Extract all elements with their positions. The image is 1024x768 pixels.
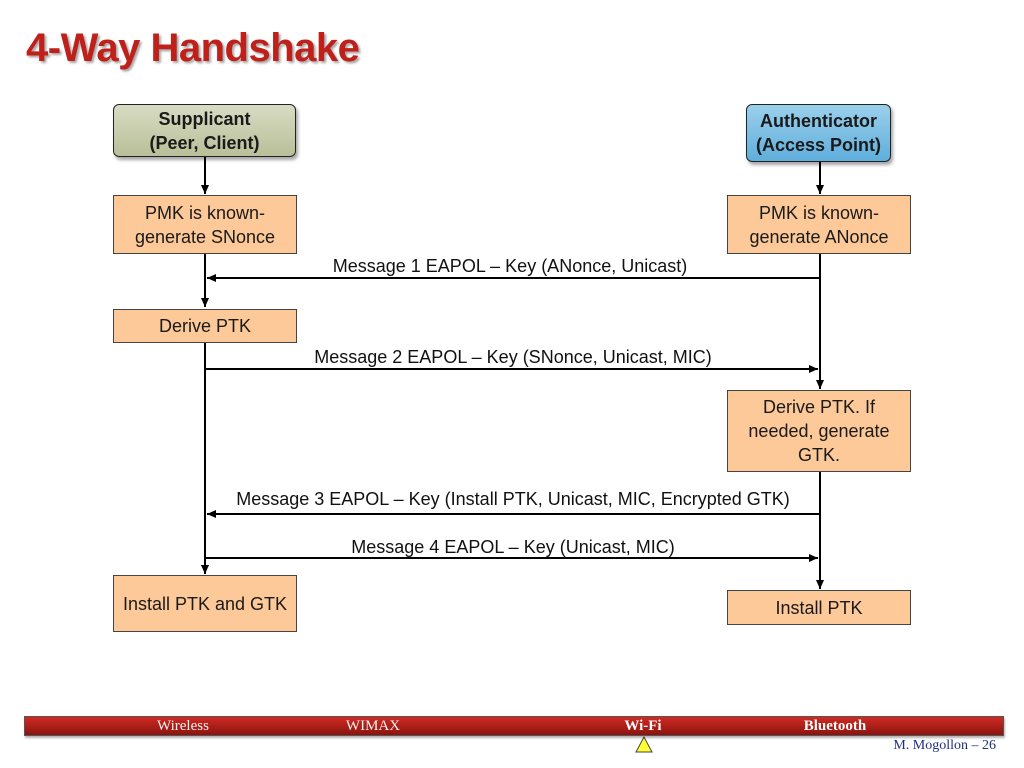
footer-bar [24, 716, 1004, 736]
authenticator-derive-ptk-box: Derive PTK. If needed, generate GTK. [727, 390, 911, 472]
footer-nav-wifi[interactable]: Wi-Fi [624, 718, 662, 734]
supplicant-derive-ptk-box: Derive PTK [113, 309, 297, 343]
authenticator-sublabel: (Access Point) [755, 135, 882, 155]
footer-nav-wireless[interactable]: Wireless [157, 718, 209, 734]
authenticator-label: Authenticator [760, 111, 877, 131]
slide-credit: M. Mogollon – 26 [893, 738, 996, 753]
authenticator-box: Authenticator (Access Point) [746, 104, 891, 162]
authenticator-install-box: Install PTK [727, 590, 911, 625]
supplicant-install-box: Install PTK and GTK [113, 575, 297, 632]
message-1-label: Message 1 EAPOL – Key (ANonce, Unicast) [332, 256, 688, 276]
authenticator-pmk-box: PMK is known- generate ANonce [727, 195, 911, 254]
active-section-marker [635, 735, 653, 753]
footer-nav-wimax[interactable]: WIMAX [345, 718, 401, 734]
footer-nav-bluetooth[interactable]: Bluetooth [803, 718, 867, 734]
supplicant-pmk-box: PMK is known- generate SNonce [113, 195, 297, 254]
message-3-label: Message 3 EAPOL – Key (Install PTK, Unic… [236, 489, 790, 509]
supplicant-box: Supplicant (Peer, Client) [113, 104, 296, 157]
supplicant-sublabel: (Peer, Client) [149, 132, 260, 153]
message-2-label: Message 2 EAPOL – Key (SNonce, Unicast, … [314, 347, 712, 367]
supplicant-label: Supplicant [158, 108, 251, 129]
slide-title: 4-Way Handshake [26, 26, 360, 70]
message-4-label: Message 4 EAPOL – Key (Unicast, MIC) [351, 537, 675, 557]
